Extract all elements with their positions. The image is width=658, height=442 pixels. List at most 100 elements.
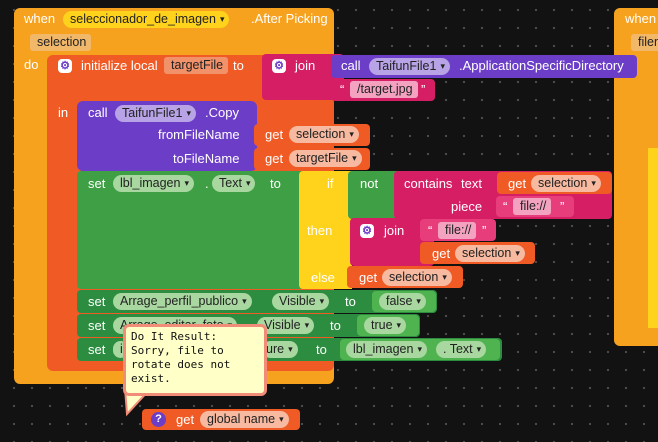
boolean-dropdown[interactable]: false▾: [379, 293, 426, 310]
app-specific-directory-method: .ApplicationSpecificDirectory: [459, 58, 624, 73]
var-dropdown-selection[interactable]: selection▾: [531, 175, 601, 192]
var-dropdown-selection[interactable]: selection▾: [382, 269, 452, 286]
chevron-down-icon: ▾: [186, 108, 191, 118]
gear-icon[interactable]: ⚙: [58, 59, 72, 73]
global-var-dropdown[interactable]: global name▾: [200, 411, 289, 428]
chevron-down-icon: ▾: [304, 320, 310, 330]
chevron-down-icon: ▾: [442, 272, 447, 282]
event-component-name: seleccionador_de_imagen: [70, 12, 216, 26]
copy-component-dropdown[interactable]: TaifunFile1▾: [115, 105, 196, 122]
get-label: get: [176, 412, 195, 427]
initialize-local-label: initialize local: [81, 58, 158, 73]
quote-close: ”: [421, 82, 426, 97]
to-filename-label: toFileName: [173, 151, 240, 166]
copy-method-label: .Copy: [205, 105, 239, 120]
set-component-name: Arrage_perfil_publico: [120, 294, 239, 308]
in-label: in: [58, 105, 69, 120]
var-name: targetFile: [296, 151, 349, 165]
chevron-down-icon: ▾: [219, 14, 225, 24]
chevron-down-icon: ▾: [417, 344, 422, 354]
set-component-dropdown[interactable]: Arrage_perfil_publico▾: [113, 293, 252, 310]
local-var-name[interactable]: targetFile: [164, 57, 229, 74]
else-label: else: [311, 270, 335, 285]
gear-icon[interactable]: ⚙: [272, 59, 286, 73]
get-label: get: [508, 176, 527, 191]
gear-icon[interactable]: ⚙: [360, 224, 374, 238]
chevron-down-icon: ▾: [279, 414, 284, 424]
contains-label: contains: [404, 176, 453, 191]
event-name-label: .After Picking: [251, 11, 328, 26]
var-name: selection: [389, 270, 439, 284]
set-property-name: Text: [219, 176, 242, 190]
value-component-dropdown[interactable]: lbl_imagen▾: [346, 341, 427, 358]
contains-text-label: text: [461, 176, 482, 191]
set-to-label: to: [316, 342, 327, 357]
call-label: call: [341, 58, 361, 73]
chevron-down-icon: ▾: [476, 344, 482, 354]
boolean-value: false: [386, 294, 413, 308]
then-label: then: [307, 223, 333, 238]
chevron-down-icon: ▾: [591, 178, 596, 188]
set-property-dropdown[interactable]: Visible▾: [257, 317, 315, 334]
set-to-label: to: [330, 318, 341, 333]
taifun-component-dropdown[interactable]: TaifunFile1▾: [369, 58, 450, 75]
event-component-dropdown[interactable]: seleccionador_de_imagen▾: [63, 11, 230, 28]
quote-close: ”: [560, 199, 565, 214]
copy-call-label: call: [88, 105, 108, 120]
not-label: not: [360, 176, 379, 191]
quote-open: “: [428, 223, 433, 238]
join-string-value[interactable]: file://: [438, 222, 477, 239]
get-label: get: [432, 246, 451, 261]
boolean-value: true: [371, 318, 393, 332]
chevron-down-icon: ▾: [515, 248, 520, 258]
do-it-result-bubble: Do It Result: Sorry, file to rotate does…: [123, 324, 267, 396]
help-icon[interactable]: ?: [151, 412, 166, 427]
target-string-value[interactable]: /target.jpg: [350, 81, 418, 98]
get-label: get: [359, 270, 378, 285]
set-label: set: [88, 294, 106, 309]
join-label: join: [295, 58, 316, 73]
get-label: get: [265, 127, 284, 142]
var-name: selection: [538, 176, 588, 190]
value-property-name: . Text: [443, 342, 473, 356]
var-dropdown-selection[interactable]: selection▾: [289, 126, 359, 143]
set-property-name: Visible: [279, 294, 316, 308]
quote-close: ”: [482, 223, 487, 238]
set-label: set: [88, 342, 106, 357]
boolean-dropdown[interactable]: true▾: [364, 317, 407, 334]
set-property-dropdown[interactable]: Text▾: [212, 175, 256, 192]
right-param-chip[interactable]: filen: [631, 34, 658, 51]
copy-component-name: TaifunFile1: [122, 106, 183, 120]
when-label: when: [24, 11, 56, 26]
set-to-label: to: [270, 176, 281, 191]
do-it-result-text: Do It Result: Sorry, file to rotate does…: [131, 330, 231, 385]
dot-label: .: [205, 176, 209, 191]
set-property-name: Visible: [264, 318, 301, 332]
get-label: get: [265, 151, 284, 166]
value-property-dropdown[interactable]: . Text▾: [436, 341, 487, 358]
quote-open: “: [340, 82, 345, 97]
event-param-selection[interactable]: selection: [30, 34, 92, 51]
piece-label: piece: [451, 199, 483, 214]
value-component-name: lbl_imagen: [353, 342, 414, 356]
piece-string-value[interactable]: file://: [513, 198, 552, 215]
set-property-dropdown[interactable]: ure▾: [262, 341, 298, 358]
set-to-label: to: [345, 294, 356, 309]
right-inner-block: [648, 148, 658, 328]
chevron-down-icon: ▾: [288, 344, 293, 354]
set-label: set: [88, 176, 106, 191]
var-name: selection: [462, 246, 512, 260]
var-dropdown-selection[interactable]: selection▾: [455, 245, 525, 262]
set-component-dropdown[interactable]: lbl_imagen▾: [113, 175, 194, 192]
chevron-down-icon: ▾: [349, 129, 354, 139]
if-label: if: [327, 176, 334, 191]
chevron-down-icon: ▾: [352, 153, 357, 163]
var-dropdown-targetfile[interactable]: targetFile▾: [289, 150, 362, 167]
chevron-down-icon: ▾: [396, 320, 402, 330]
do-label: do: [24, 57, 39, 72]
set-property-dropdown[interactable]: Visible▾: [272, 293, 330, 310]
set-label: set: [88, 318, 106, 333]
not-block[interactable]: [348, 171, 402, 219]
set-text-block[interactable]: [77, 171, 305, 289]
chevron-down-icon: ▾: [245, 178, 251, 188]
